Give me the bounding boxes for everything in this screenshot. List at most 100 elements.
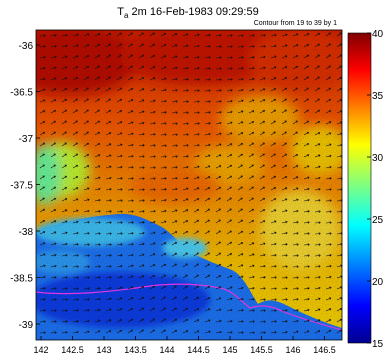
wind-arrow: [226, 175, 232, 180]
wind-arrow: [39, 253, 46, 257]
wind-arrow: [314, 210, 321, 213]
wind-arrow: [270, 220, 277, 224]
wind-arrow: [50, 209, 57, 213]
wind-arrow: [138, 329, 144, 334]
wind-arrow: [83, 76, 89, 81]
wind-arrow: [39, 153, 45, 158]
wind-arrow: [116, 254, 123, 257]
wind-arrow: [72, 33, 79, 37]
wind-arrow: [193, 133, 200, 136]
wind-arrow: [237, 275, 244, 279]
wind-arrow: [259, 142, 265, 147]
wind-arrow: [248, 121, 255, 125]
wind-arrow: [292, 87, 298, 92]
wind-arrow: [204, 122, 211, 125]
wind-arrow: [50, 45, 57, 48]
wind-arrow: [94, 131, 101, 136]
wind-arrow: [325, 243, 332, 246]
wind-arrow: [138, 132, 145, 136]
wind-arrow: [237, 121, 244, 125]
wind-arrow: [94, 221, 101, 224]
wind-arrow: [116, 188, 123, 191]
wind-arrow: [182, 307, 188, 312]
wind-arrow: [105, 65, 111, 70]
wind-arrow: [325, 275, 332, 279]
wind-arrow: [171, 177, 178, 180]
colorbar-tick-label: 30: [372, 153, 384, 164]
wind-arrow: [336, 76, 342, 81]
wind-arrow: [292, 243, 299, 246]
wind-arrow: [303, 265, 310, 268]
wind-arrow: [72, 176, 79, 180]
wind-arrow: [226, 286, 233, 290]
wind-arrow: [39, 131, 46, 136]
wind-arrow: [248, 153, 254, 158]
wind-arrow: [138, 296, 145, 301]
wind-arrow: [149, 199, 156, 202]
wind-arrow: [72, 98, 78, 103]
wind-arrow: [303, 319, 310, 323]
wind-arrow: [259, 164, 265, 169]
wind-arrow: [171, 252, 177, 257]
wind-arrow: [50, 164, 56, 169]
wind-arrow: [281, 44, 288, 48]
wind-arrow: [303, 187, 310, 191]
wind-arrow: [182, 66, 189, 70]
wind-arrow: [314, 154, 321, 158]
wind-arrow: [270, 287, 277, 290]
wind-arrow: [160, 99, 167, 103]
wind-arrow: [171, 100, 178, 103]
wind-arrow: [72, 153, 78, 158]
wind-arrow: [83, 232, 90, 235]
wind-arrow: [149, 133, 156, 136]
wind-arrow: [226, 154, 233, 158]
wind-arrow: [94, 33, 101, 37]
wind-arrow: [39, 175, 45, 180]
wind-arrow: [259, 88, 266, 92]
wind-arrow: [105, 32, 112, 37]
wind-arrow: [72, 198, 79, 202]
x-tick-label: 143: [96, 345, 111, 355]
wind-arrow: [336, 65, 342, 70]
wind-arrow: [270, 77, 277, 81]
wind-arrow: [160, 242, 167, 246]
wind-arrow: [105, 254, 112, 257]
wind-arrow: [116, 43, 122, 48]
wind-arrow: [237, 208, 243, 213]
wind-arrow: [127, 99, 134, 103]
wind-arrow: [237, 99, 244, 103]
wind-arrow: [226, 297, 233, 301]
wind-arrow: [83, 254, 90, 257]
wind-arrow: [116, 297, 123, 301]
wind-arrow: [83, 87, 89, 92]
wind-arrow: [171, 307, 177, 312]
wind-arrow: [226, 308, 233, 312]
wind-arrow: [182, 285, 188, 290]
wind-arrow: [171, 133, 178, 136]
wind-arrow: [39, 164, 45, 169]
wind-arrow: [259, 77, 266, 81]
wind-arrow: [149, 188, 156, 191]
wind-arrow: [281, 320, 288, 323]
wind-arrow: [259, 220, 266, 224]
wind-arrow: [105, 243, 112, 246]
wind-arrow: [193, 100, 200, 103]
wind-arrow: [314, 297, 321, 301]
wind-arrow: [325, 210, 332, 213]
wind-arrow: [237, 153, 243, 158]
wind-arrow: [72, 298, 79, 301]
wind-arrow: [281, 276, 288, 279]
wind-arrow: [281, 153, 287, 158]
wind-arrow: [325, 76, 331, 81]
wind-arrow: [149, 307, 155, 312]
wind-arrow: [270, 98, 277, 103]
wind-arrow: [292, 120, 298, 125]
wind-arrow: [303, 198, 310, 202]
wind-arrow: [83, 187, 90, 191]
wind-arrow: [226, 56, 233, 59]
wind-arrow: [215, 100, 222, 103]
wind-arrow: [105, 165, 112, 169]
wind-arrow: [182, 176, 189, 180]
wind-arrow: [193, 263, 199, 268]
wind-arrow: [127, 286, 134, 290]
